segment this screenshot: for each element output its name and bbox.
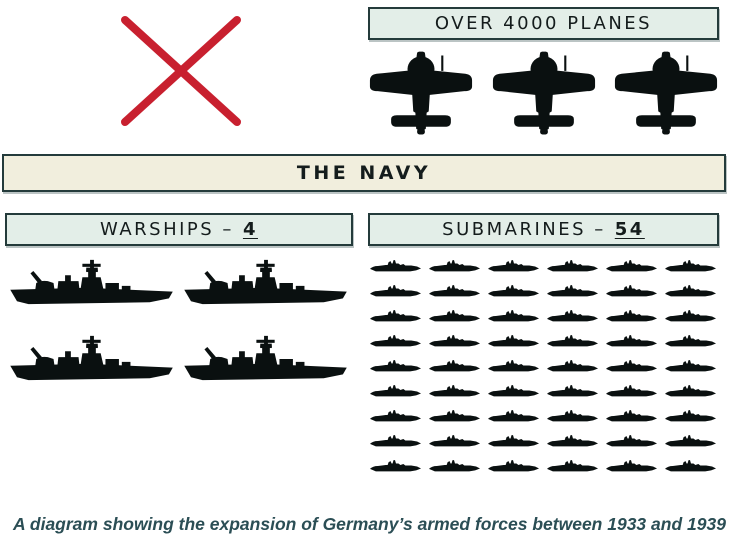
submarine-icon — [428, 282, 481, 299]
submarine-icon — [369, 307, 422, 324]
planes-label: OVER 4000 PLANES — [434, 13, 653, 34]
submarine-icon — [546, 382, 599, 399]
submarine-icon — [428, 407, 481, 424]
submarine-icon — [546, 357, 599, 374]
submarines-icon-grid — [366, 257, 720, 474]
submarine-icon — [428, 307, 481, 324]
fighter-plane-icon — [491, 51, 597, 139]
submarine-icon — [369, 407, 422, 424]
submarine-icon — [546, 457, 599, 474]
submarine-icon — [605, 432, 658, 449]
submarine-icon — [369, 382, 422, 399]
submarine-icon — [605, 407, 658, 424]
submarine-icon — [487, 382, 540, 399]
submarine-icon — [605, 332, 658, 349]
submarine-icon — [369, 282, 422, 299]
submarine-icon — [605, 357, 658, 374]
submarine-icon — [664, 457, 717, 474]
submarine-icon — [605, 457, 658, 474]
planes-header-box: OVER 4000 PLANES — [368, 7, 719, 40]
planes-icon-row — [368, 50, 719, 140]
navy-banner: THE NAVY — [2, 154, 726, 192]
submarine-icon — [664, 307, 717, 324]
fighter-plane-icon — [613, 51, 719, 139]
submarine-icon — [546, 282, 599, 299]
submarine-icon — [605, 382, 658, 399]
submarine-icon — [605, 282, 658, 299]
submarine-icon — [369, 432, 422, 449]
submarine-icon — [369, 257, 422, 274]
submarine-icon — [546, 257, 599, 274]
warship-icon — [182, 258, 350, 308]
warship-icon — [182, 334, 350, 384]
submarine-icon — [546, 307, 599, 324]
warships-label: WARSHIPS – — [100, 219, 234, 240]
submarine-icon — [664, 382, 717, 399]
submarine-icon — [664, 282, 717, 299]
warship-icon — [8, 334, 176, 384]
submarine-icon — [428, 257, 481, 274]
submarine-icon — [487, 432, 540, 449]
submarine-icon — [546, 407, 599, 424]
submarine-icon — [487, 282, 540, 299]
submarine-icon — [369, 332, 422, 349]
submarine-icon — [487, 407, 540, 424]
submarine-icon — [428, 357, 481, 374]
submarine-icon — [428, 457, 481, 474]
submarine-icon — [428, 332, 481, 349]
warship-icon — [8, 258, 176, 308]
submarines-label: SUBMARINES – — [442, 219, 606, 240]
submarine-icon — [664, 257, 717, 274]
submarine-icon — [546, 432, 599, 449]
red-cross-icon — [121, 16, 241, 126]
warships-header-box: WARSHIPS – 4 — [5, 213, 353, 246]
submarine-icon — [487, 332, 540, 349]
submarine-icon — [487, 457, 540, 474]
submarine-icon — [487, 257, 540, 274]
submarines-count: 54 — [614, 219, 645, 240]
submarine-icon — [664, 432, 717, 449]
submarine-icon — [487, 307, 540, 324]
submarine-icon — [664, 407, 717, 424]
submarines-header-box: SUBMARINES – 54 — [368, 213, 719, 246]
submarine-icon — [546, 332, 599, 349]
submarine-icon — [605, 257, 658, 274]
submarine-icon — [487, 357, 540, 374]
submarine-icon — [664, 332, 717, 349]
navy-banner-label: THE NAVY — [296, 162, 432, 184]
submarine-icon — [605, 307, 658, 324]
submarine-icon — [428, 432, 481, 449]
warships-count: 4 — [242, 219, 258, 240]
fighter-plane-icon — [368, 51, 474, 139]
diagram-caption: A diagram showing the expansion of Germa… — [13, 514, 726, 534]
submarine-icon — [664, 357, 717, 374]
submarine-icon — [428, 382, 481, 399]
submarine-icon — [369, 357, 422, 374]
warships-icon-grid — [5, 258, 353, 384]
submarine-icon — [369, 457, 422, 474]
